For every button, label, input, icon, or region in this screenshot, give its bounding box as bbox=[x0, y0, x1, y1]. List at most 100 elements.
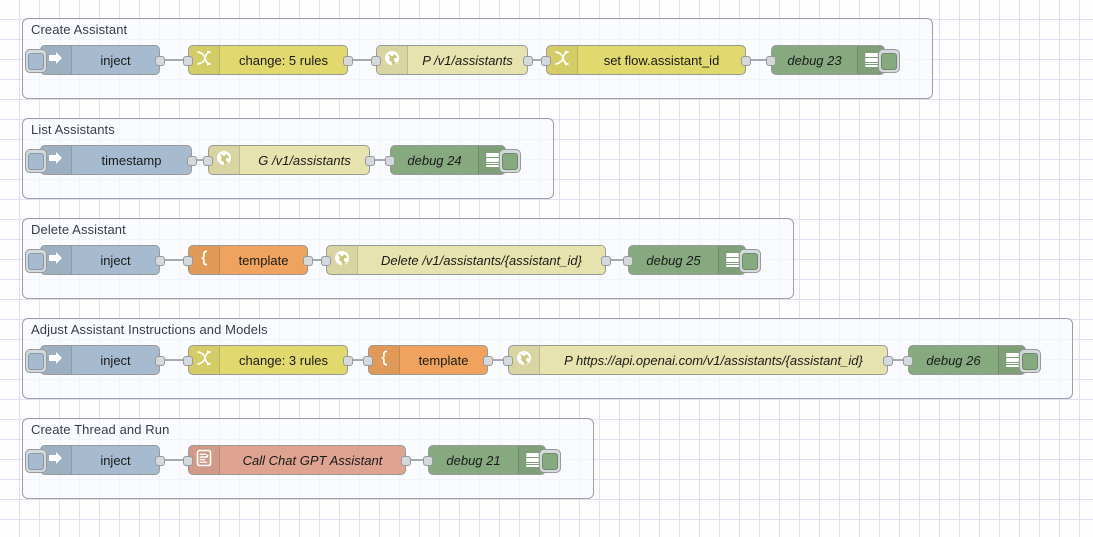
node-label: debug 21 bbox=[446, 452, 501, 468]
group-label: Delete Assistant bbox=[31, 222, 126, 237]
node-wire[interactable] bbox=[348, 359, 368, 361]
node-wire[interactable] bbox=[746, 59, 771, 61]
group-label: Adjust Assistant Instructions and Models bbox=[31, 322, 268, 337]
node-output-port[interactable] bbox=[155, 356, 165, 366]
node-input-port[interactable] bbox=[623, 256, 633, 266]
node-wire[interactable] bbox=[888, 359, 908, 361]
node-output-port[interactable] bbox=[343, 356, 353, 366]
node-debug[interactable]: debug 21 bbox=[423, 445, 561, 475]
node-output-port[interactable] bbox=[483, 356, 493, 366]
debug-toggle-button[interactable] bbox=[1019, 349, 1041, 373]
debug-toggle-button[interactable] bbox=[739, 249, 761, 273]
node-http-request[interactable]: P https://api.openai.com/v1/assistants/{… bbox=[503, 345, 893, 375]
node-inject[interactable]: inject bbox=[25, 45, 165, 75]
node-label: debug 26 bbox=[926, 352, 981, 368]
node-change[interactable]: change: 5 rules bbox=[183, 45, 353, 75]
debug-toggle-button[interactable] bbox=[499, 149, 521, 173]
node-output-port[interactable] bbox=[365, 156, 375, 166]
node-icon-tray bbox=[547, 46, 578, 74]
inject-trigger-button[interactable] bbox=[25, 49, 47, 73]
node-wire[interactable] bbox=[406, 459, 428, 461]
inject-trigger-button[interactable] bbox=[25, 449, 47, 473]
node-output-port[interactable] bbox=[883, 356, 893, 366]
node-input-port[interactable] bbox=[183, 56, 193, 66]
node-wire[interactable] bbox=[160, 359, 188, 361]
node-label: P https://api.openai.com/v1/assistants/{… bbox=[564, 352, 863, 368]
node-input-port[interactable] bbox=[423, 456, 433, 466]
node-label: inject bbox=[100, 52, 131, 68]
node-inject[interactable]: inject bbox=[25, 245, 165, 275]
node-input-port[interactable] bbox=[541, 56, 551, 66]
node-input-port[interactable] bbox=[203, 156, 213, 166]
node-output-port[interactable] bbox=[155, 256, 165, 266]
node-input-port[interactable] bbox=[385, 156, 395, 166]
node-change-flow[interactable]: set flow.assistant_id bbox=[541, 45, 751, 75]
node-output-port[interactable] bbox=[155, 456, 165, 466]
brace-icon bbox=[375, 349, 393, 372]
node-output-port[interactable] bbox=[343, 56, 353, 66]
node-label: debug 24 bbox=[407, 152, 462, 168]
inject-trigger-button[interactable] bbox=[25, 149, 47, 173]
node-inject[interactable]: inject bbox=[25, 445, 165, 475]
node-input-port[interactable] bbox=[321, 256, 331, 266]
node-input-port[interactable] bbox=[183, 456, 193, 466]
group-label: Create Assistant bbox=[31, 22, 128, 37]
node-label: change: 5 rules bbox=[239, 52, 328, 68]
node-debug[interactable]: debug 24 bbox=[385, 145, 521, 175]
node-wire[interactable] bbox=[192, 159, 208, 161]
debug-toggle-button-inner bbox=[742, 252, 758, 270]
node-input-port[interactable] bbox=[363, 356, 373, 366]
node-http-request[interactable]: Delete /v1/assistants/{assistant_id} bbox=[321, 245, 611, 275]
node-input-port[interactable] bbox=[371, 56, 381, 66]
node-input-port[interactable] bbox=[183, 356, 193, 366]
node-output-port[interactable] bbox=[523, 56, 533, 66]
node-wire[interactable] bbox=[528, 59, 546, 61]
node-wire[interactable] bbox=[348, 59, 376, 61]
node-http-request[interactable]: G /v1/assistants bbox=[203, 145, 375, 175]
debug-lines-icon bbox=[525, 453, 539, 467]
node-template[interactable]: template bbox=[183, 245, 313, 275]
node-wire[interactable] bbox=[308, 259, 326, 261]
node-wire[interactable] bbox=[370, 159, 390, 161]
node-input-port[interactable] bbox=[766, 56, 776, 66]
debug-toggle-button-inner bbox=[542, 452, 558, 470]
node-wire[interactable] bbox=[160, 59, 188, 61]
node-change[interactable]: change: 3 rules bbox=[183, 345, 353, 375]
node-input-port[interactable] bbox=[503, 356, 513, 366]
node-output-port[interactable] bbox=[303, 256, 313, 266]
debug-toggle-button[interactable] bbox=[539, 449, 561, 473]
node-http-request[interactable]: P /v1/assistants bbox=[371, 45, 533, 75]
node-wire[interactable] bbox=[488, 359, 508, 361]
node-output-port[interactable] bbox=[601, 256, 611, 266]
node-input-port[interactable] bbox=[183, 256, 193, 266]
node-label: G /v1/assistants bbox=[258, 152, 351, 168]
node-debug[interactable]: debug 25 bbox=[623, 245, 761, 275]
node-output-port[interactable] bbox=[741, 56, 751, 66]
arrow-right-icon bbox=[47, 349, 65, 372]
node-inject[interactable]: inject bbox=[25, 345, 165, 375]
node-input-port[interactable] bbox=[903, 356, 913, 366]
node-template[interactable]: template bbox=[363, 345, 493, 375]
node-output-port[interactable] bbox=[155, 56, 165, 66]
node-icon-tray bbox=[377, 46, 408, 74]
node-output-port[interactable] bbox=[401, 456, 411, 466]
node-icon-tray bbox=[209, 146, 240, 174]
node-label: template bbox=[238, 252, 289, 268]
node-icon-tray bbox=[189, 46, 220, 74]
inject-trigger-button[interactable] bbox=[25, 349, 47, 373]
node-label: debug 25 bbox=[646, 252, 701, 268]
node-inject[interactable]: timestamp bbox=[25, 145, 197, 175]
node-debug[interactable]: debug 26 bbox=[903, 345, 1041, 375]
node-wire[interactable] bbox=[606, 259, 628, 261]
group-label: Create Thread and Run bbox=[31, 422, 170, 437]
node-chatgpt[interactable]: Call Chat GPT Assistant bbox=[183, 445, 411, 475]
node-label: debug 23 bbox=[787, 52, 842, 68]
globe-icon bbox=[515, 349, 533, 372]
node-output-port[interactable] bbox=[187, 156, 197, 166]
debug-toggle-button[interactable] bbox=[878, 49, 900, 73]
node-wire[interactable] bbox=[160, 259, 188, 261]
node-debug[interactable]: debug 23 bbox=[766, 45, 900, 75]
node-wire[interactable] bbox=[160, 459, 188, 461]
inject-trigger-button[interactable] bbox=[25, 249, 47, 273]
